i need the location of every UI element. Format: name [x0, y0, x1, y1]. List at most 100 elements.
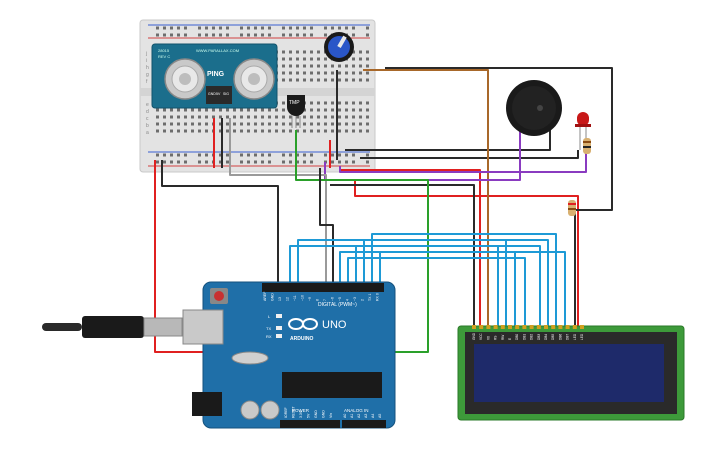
breadboard-hole[interactable] [226, 129, 229, 133]
breadboard-hole[interactable] [247, 26, 250, 30]
breadboard-hole[interactable] [184, 108, 187, 112]
breadboard-hole[interactable] [282, 78, 285, 82]
breadboard-hole[interactable] [331, 160, 334, 164]
breadboard-hole[interactable] [331, 26, 334, 30]
breadboard-hole[interactable] [303, 50, 306, 54]
breadboard-hole[interactable] [303, 122, 306, 126]
breadboard-hole[interactable] [254, 129, 257, 133]
breadboard-hole[interactable] [198, 26, 201, 30]
breadboard-hole[interactable] [240, 129, 243, 133]
breadboard-hole[interactable] [324, 71, 327, 75]
breadboard-hole[interactable] [226, 108, 229, 112]
breadboard-hole[interactable] [317, 101, 320, 105]
breadboard-hole[interactable] [163, 153, 166, 157]
lcd-pin[interactable] [522, 325, 527, 329]
breadboard-hole[interactable] [177, 115, 180, 119]
potentiometer[interactable] [324, 32, 354, 62]
resistor-led[interactable] [583, 138, 591, 154]
breadboard-hole[interactable] [275, 129, 278, 133]
breadboard-hole[interactable] [352, 26, 355, 30]
breadboard-hole[interactable] [289, 33, 292, 37]
breadboard-hole[interactable] [296, 33, 299, 37]
breadboard-hole[interactable] [163, 108, 166, 112]
breadboard-hole[interactable] [219, 26, 222, 30]
breadboard-hole[interactable] [317, 78, 320, 82]
breadboard-hole[interactable] [366, 64, 369, 68]
breadboard-hole[interactable] [289, 122, 292, 126]
breadboard-hole[interactable] [268, 153, 271, 157]
breadboard-hole[interactable] [226, 115, 229, 119]
breadboard-hole[interactable] [345, 160, 348, 164]
breadboard-hole[interactable] [296, 64, 299, 68]
breadboard-hole[interactable] [331, 115, 334, 119]
breadboard-hole[interactable] [359, 78, 362, 82]
breadboard-hole[interactable] [233, 115, 236, 119]
breadboard-hole[interactable] [366, 78, 369, 82]
lcd-pin[interactable] [500, 325, 505, 329]
ping-ultrasonic-sensor[interactable]: 28015 REV C WWW.PARALLAX.COM PING GND 5V… [151, 43, 278, 109]
breadboard-hole[interactable] [317, 115, 320, 119]
breadboard-hole[interactable] [282, 101, 285, 105]
breadboard-hole[interactable] [296, 57, 299, 61]
breadboard-hole[interactable] [359, 115, 362, 119]
breadboard-hole[interactable] [205, 160, 208, 164]
breadboard-hole[interactable] [282, 26, 285, 30]
breadboard-hole[interactable] [247, 115, 250, 119]
breadboard-hole[interactable] [359, 57, 362, 61]
breadboard-hole[interactable] [366, 71, 369, 75]
breadboard-hole[interactable] [156, 153, 159, 157]
breadboard-hole[interactable] [226, 33, 229, 37]
breadboard-hole[interactable] [170, 153, 173, 157]
breadboard-hole[interactable] [289, 71, 292, 75]
breadboard-hole[interactable] [317, 122, 320, 126]
breadboard-hole[interactable] [240, 153, 243, 157]
breadboard-hole[interactable] [163, 26, 166, 30]
breadboard-hole[interactable] [289, 115, 292, 119]
breadboard-hole[interactable] [345, 122, 348, 126]
breadboard-hole[interactable] [268, 108, 271, 112]
breadboard-hole[interactable] [289, 129, 292, 133]
breadboard-hole[interactable] [254, 108, 257, 112]
breadboard-hole[interactable] [317, 57, 320, 61]
lcd-pin[interactable] [508, 325, 512, 329]
breadboard-hole[interactable] [324, 122, 327, 126]
breadboard-hole[interactable] [177, 153, 180, 157]
breadboard-hole[interactable] [303, 57, 306, 61]
breadboard-hole[interactable] [366, 122, 369, 126]
lcd-pin[interactable] [580, 325, 584, 329]
breadboard-hole[interactable] [310, 101, 313, 105]
breadboard-hole[interactable] [338, 64, 341, 68]
breadboard-hole[interactable] [240, 160, 243, 164]
breadboard-hole[interactable] [324, 78, 327, 82]
breadboard-hole[interactable] [324, 129, 327, 133]
breadboard-hole[interactable] [205, 33, 208, 37]
breadboard-hole[interactable] [331, 64, 334, 68]
breadboard-hole[interactable] [289, 153, 292, 157]
lcd-pin[interactable] [529, 325, 534, 329]
breadboard-hole[interactable] [205, 122, 208, 126]
breadboard-hole[interactable] [219, 33, 222, 37]
breadboard-hole[interactable] [233, 108, 236, 112]
breadboard-hole[interactable] [205, 108, 208, 112]
breadboard-hole[interactable] [289, 50, 292, 54]
breadboard-hole[interactable] [338, 26, 341, 30]
breadboard-hole[interactable] [198, 33, 201, 37]
breadboard-hole[interactable] [289, 26, 292, 30]
breadboard-hole[interactable] [170, 108, 173, 112]
breadboard-hole[interactable] [352, 33, 355, 37]
breadboard-hole[interactable] [226, 160, 229, 164]
breadboard-hole[interactable] [240, 26, 243, 30]
breadboard-hole[interactable] [163, 160, 166, 164]
breadboard-hole[interactable] [310, 115, 313, 119]
breadboard-hole[interactable] [240, 122, 243, 126]
breadboard-hole[interactable] [345, 153, 348, 157]
breadboard-hole[interactable] [310, 160, 313, 164]
breadboard-hole[interactable] [359, 129, 362, 133]
breadboard-hole[interactable] [198, 153, 201, 157]
breadboard-hole[interactable] [366, 129, 369, 133]
breadboard-hole[interactable] [198, 122, 201, 126]
lcd-pin[interactable] [515, 325, 520, 329]
breadboard-hole[interactable] [212, 33, 215, 37]
breadboard-hole[interactable] [303, 71, 306, 75]
breadboard-hole[interactable] [254, 122, 257, 126]
